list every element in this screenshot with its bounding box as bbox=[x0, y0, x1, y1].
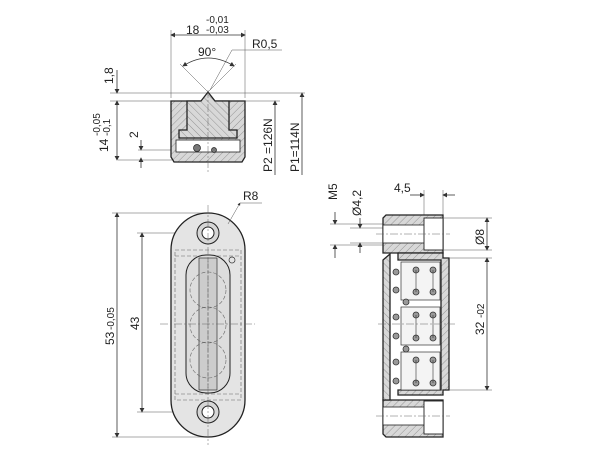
thread-label: M5 bbox=[326, 183, 340, 200]
counterbore-diameter: Ø8 bbox=[473, 229, 487, 245]
side-view: M5 Ø4,2 4,5 bbox=[326, 181, 492, 438]
counterbore-depth: 4,5 bbox=[394, 181, 411, 195]
force-p1: P1=114N bbox=[288, 123, 302, 172]
force-p2: P2 =126N bbox=[261, 118, 275, 172]
length-dim: 53 bbox=[103, 331, 117, 345]
hole-diameter: Ø4,2 bbox=[350, 190, 364, 216]
width-tol-upper: -0,01 bbox=[206, 15, 229, 26]
hole-spacing: 43 bbox=[128, 316, 142, 330]
height-tol-lower: -0,1 bbox=[102, 118, 113, 136]
end-radius: R8 bbox=[243, 189, 259, 203]
radius-label: R0,5 bbox=[252, 37, 278, 51]
front-view: 53 -0,05 43 R8 bbox=[103, 189, 262, 445]
width-dim: 18 bbox=[186, 23, 200, 37]
height-dim: 14 bbox=[97, 138, 111, 152]
height-tol-upper: -0,05 bbox=[92, 113, 103, 136]
spring-length: 32 bbox=[473, 321, 487, 335]
length-tol: -0,05 bbox=[106, 307, 117, 330]
spring-tol: -02 bbox=[476, 303, 487, 318]
springs bbox=[392, 261, 441, 391]
top-dim: 1,8 bbox=[102, 67, 116, 84]
angle-label: 90° bbox=[198, 45, 216, 59]
width-tol-lower: -0,03 bbox=[206, 25, 229, 36]
small-dim: 2 bbox=[127, 131, 141, 138]
section-view: 18 -0,01 -0,03 90° R0,5 1,8 14 -0,05 -0,… bbox=[92, 15, 305, 175]
